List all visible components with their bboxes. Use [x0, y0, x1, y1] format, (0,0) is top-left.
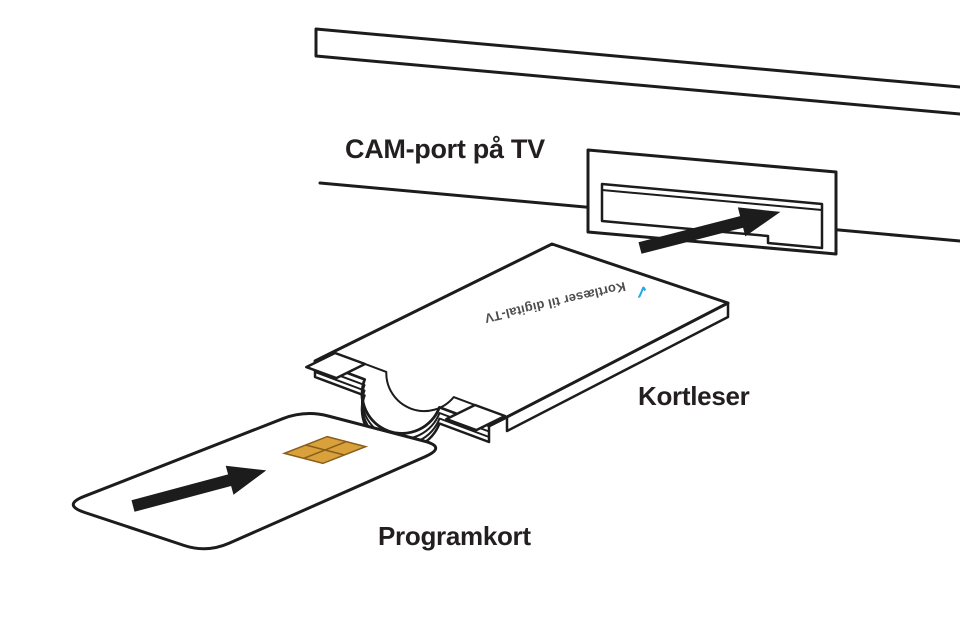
- label-card-reader: Kortleser: [638, 381, 750, 411]
- tv-top-edge: [314, 27, 960, 116]
- program-card: [71, 412, 438, 551]
- cam-port-opening: [600, 182, 824, 250]
- brand-swoosh-icon: ✓: [632, 281, 650, 303]
- cam-port-lip-line: [601, 189, 823, 211]
- module-tab-right: [445, 403, 507, 432]
- cam-module: Kortlæser til digital-TV ✓: [305, 242, 730, 451]
- chip-contact-lines: [303, 440, 347, 460]
- insert-arrow-icon: [638, 207, 781, 254]
- label-program-card: Programkort: [378, 521, 531, 551]
- label-cam-port: CAM-port på TV: [345, 134, 545, 164]
- module-front-edge-line: [332, 351, 508, 418]
- cam-port: [586, 148, 838, 256]
- insert-arrow-icon: [131, 465, 267, 512]
- module-tab-left: [305, 351, 367, 380]
